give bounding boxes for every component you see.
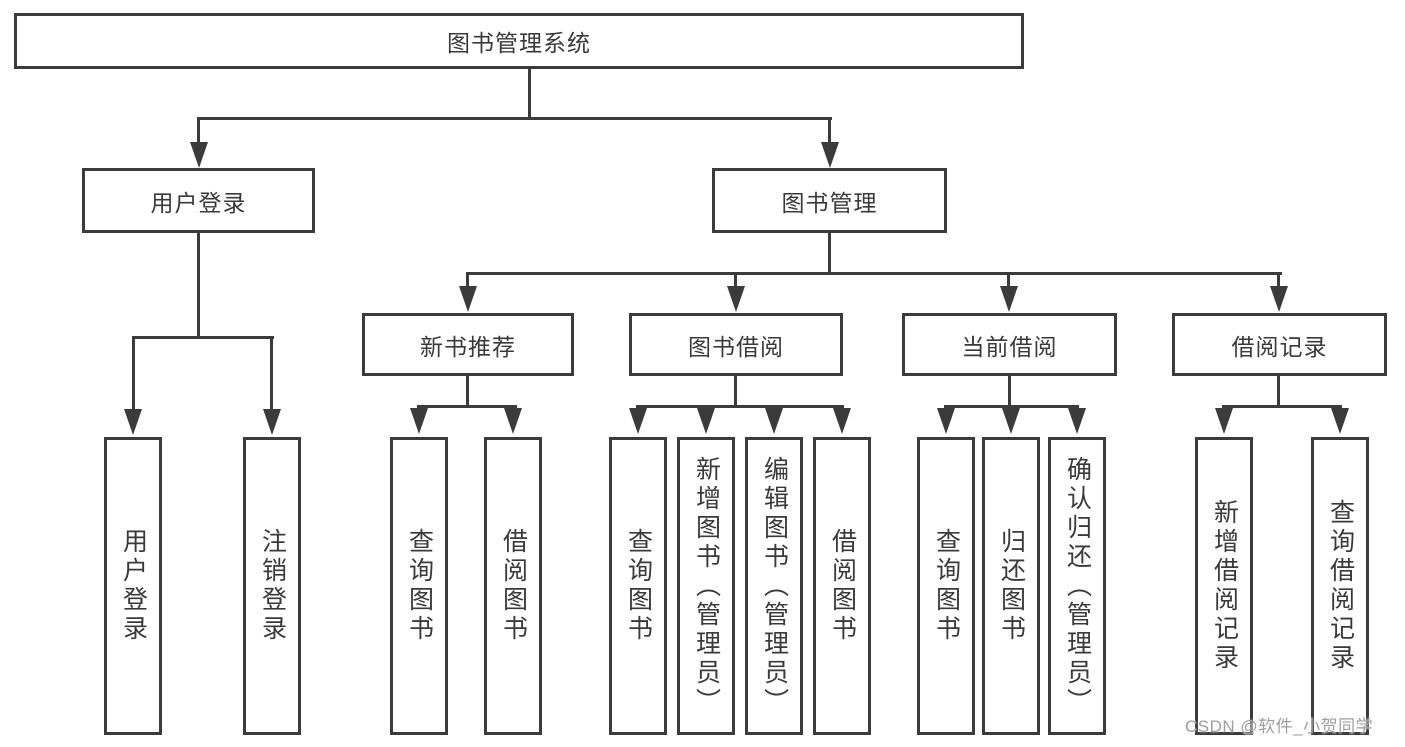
- leaf-confirm-return-admin: 确认归还（管理员）: [1048, 437, 1106, 735]
- node-current-borrowing: 当前借阅: [902, 313, 1117, 376]
- leaf-add-borrow-record: 新增借阅记录: [1195, 437, 1253, 735]
- node-borrow-records: 借阅记录: [1172, 313, 1387, 376]
- connector-line: [270, 338, 273, 412]
- connector-line: [1008, 376, 1011, 407]
- leaf-label: 查询图书: [932, 528, 961, 644]
- leaf-label: 确认归还（管理员）: [1063, 455, 1092, 717]
- arrow-down-icon: [727, 286, 745, 312]
- connector-line: [828, 233, 831, 275]
- leaf-label: 归还图书: [997, 528, 1026, 644]
- leaf-borrow-books: 借阅图书: [813, 437, 871, 735]
- arrow-down-icon: [459, 286, 477, 312]
- connector-line: [466, 376, 469, 407]
- node-user-login: 用户登录: [82, 168, 315, 233]
- leaf-query-borrow-record: 查询借阅记录: [1311, 437, 1369, 735]
- arrow-down-icon: [1215, 408, 1233, 434]
- arrow-down-icon: [765, 408, 783, 434]
- node-book-management: 图书管理: [712, 168, 947, 233]
- arrow-down-icon: [1270, 286, 1288, 312]
- node-label: 图书借阅: [688, 333, 784, 360]
- connector-line: [1277, 274, 1280, 289]
- connector-line: [132, 336, 274, 339]
- leaf-label: 查询借阅记录: [1326, 499, 1355, 673]
- connector-line: [1277, 376, 1280, 407]
- leaf-label: 借阅图书: [499, 528, 528, 644]
- node-library-management-system: 图书管理系统: [14, 13, 1024, 69]
- leaf-query-books-recommend: 查询图书: [390, 437, 448, 735]
- node-label: 新书推荐: [420, 333, 516, 360]
- connector-line: [734, 274, 737, 289]
- connector-line: [466, 272, 1282, 275]
- arrow-down-icon: [190, 142, 208, 168]
- leaf-label: 新增图书（管理员）: [692, 455, 721, 717]
- arrow-down-icon: [821, 142, 839, 168]
- arrow-down-icon: [629, 408, 647, 434]
- connector-line: [1222, 405, 1342, 408]
- leaf-query-books-borrowing: 查询图书: [609, 437, 667, 735]
- connector-line: [636, 405, 844, 408]
- csdn-watermark: CSDN @软件_小贺同学: [1185, 717, 1374, 736]
- node-label: 图书管理: [781, 189, 878, 216]
- connector-line: [197, 119, 200, 145]
- connector-line: [197, 117, 832, 120]
- connector-line: [197, 233, 200, 339]
- leaf-label: 注销登录: [258, 528, 287, 644]
- leaf-add-books-admin: 新增图书（管理员）: [677, 437, 735, 735]
- arrow-down-icon: [937, 408, 955, 434]
- node-label: 当前借阅: [961, 333, 1058, 360]
- node-label: 用户登录: [150, 189, 247, 216]
- leaf-user-login: 用户登录: [104, 437, 162, 735]
- connector-line: [528, 69, 531, 120]
- arrow-down-icon: [833, 408, 851, 434]
- connector-line: [1007, 274, 1010, 289]
- arrow-down-icon: [504, 408, 522, 434]
- arrow-down-icon: [124, 409, 142, 435]
- connector-line: [828, 119, 831, 145]
- arrow-down-icon: [697, 408, 715, 434]
- connector-line: [417, 405, 517, 408]
- connector-line: [734, 376, 737, 407]
- leaf-return-books: 归还图书: [982, 437, 1040, 735]
- node-label: 图书管理系统: [447, 30, 591, 56]
- node-label: 借阅记录: [1231, 333, 1328, 360]
- arrow-down-icon: [1068, 408, 1086, 434]
- connector-line: [466, 274, 469, 289]
- leaf-edit-books-admin: 编辑图书（管理员）: [745, 437, 803, 735]
- arrow-down-icon: [410, 408, 428, 434]
- arrow-down-icon: [1002, 408, 1020, 434]
- arrow-down-icon: [263, 409, 281, 435]
- node-new-book-recommend: 新书推荐: [362, 313, 574, 376]
- leaf-label: 编辑图书（管理员）: [760, 455, 789, 717]
- arrow-down-icon: [1000, 286, 1018, 312]
- node-book-borrowing: 图书借阅: [629, 313, 843, 376]
- leaf-label: 用户登录: [119, 528, 148, 644]
- leaf-label: 查询图书: [624, 528, 653, 644]
- leaf-label: 新增借阅记录: [1210, 499, 1239, 673]
- leaf-logout: 注销登录: [243, 437, 301, 735]
- leaf-label: 查询图书: [405, 528, 434, 644]
- leaf-query-books-current: 查询图书: [917, 437, 975, 735]
- connector-line: [132, 338, 135, 412]
- arrow-down-icon: [1331, 408, 1349, 434]
- leaf-label: 借阅图书: [828, 528, 857, 644]
- connector-line: [944, 405, 1079, 408]
- leaf-borrow-books-recommend: 借阅图书: [484, 437, 542, 735]
